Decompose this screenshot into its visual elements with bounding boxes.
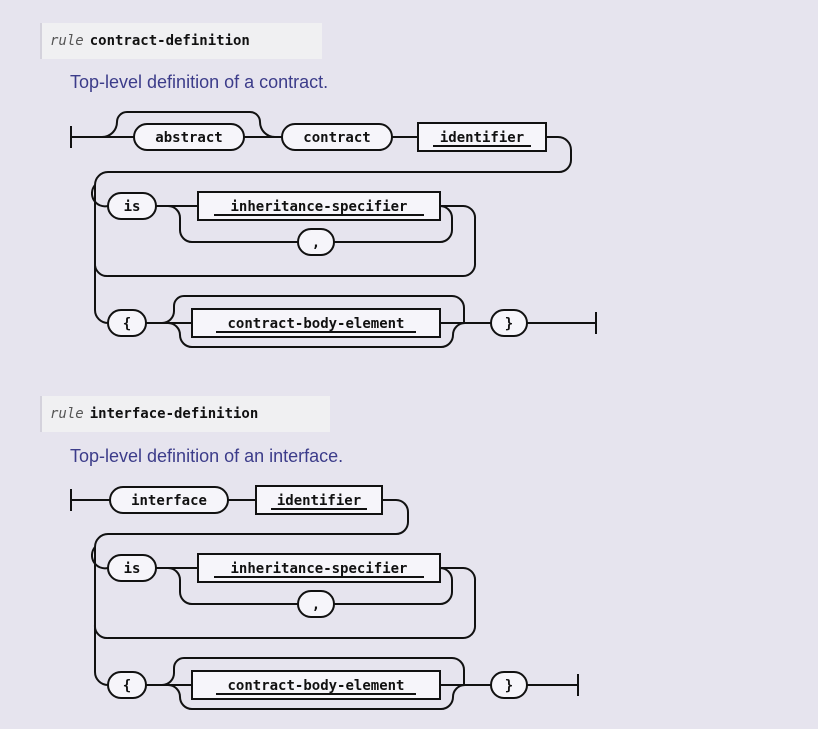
svg-text:identifier: identifier: [277, 493, 361, 509]
terminal-rbrace: }: [490, 671, 528, 699]
rule-name: interface-definition: [89, 406, 259, 422]
terminal-lbrace: {: [107, 671, 147, 699]
terminal-is: is: [107, 554, 157, 582]
svg-text:}: }: [505, 316, 513, 332]
svg-text:inheritance-specifier: inheritance-specifier: [230, 561, 407, 577]
rule-header: rule contract-definition: [40, 23, 322, 59]
svg-text:,: ,: [312, 235, 320, 251]
svg-text:}: }: [505, 678, 513, 694]
svg-text:{: {: [123, 316, 131, 332]
rule-name: contract-definition: [89, 33, 250, 49]
rule-keyword: rule: [50, 33, 84, 49]
nonterminal-identifier[interactable]: identifier: [255, 485, 383, 515]
terminal-interface: interface: [109, 486, 229, 514]
nonterminal-inheritance-specifier[interactable]: inheritance-specifier: [197, 553, 441, 583]
svg-text:is: is: [124, 199, 141, 215]
nonterminal-inheritance-specifier[interactable]: inheritance-specifier: [197, 191, 441, 221]
svg-text:interface: interface: [131, 493, 207, 509]
rule-description: Top-level definition of a contract.: [70, 72, 329, 92]
nonterminal-identifier[interactable]: identifier: [417, 122, 547, 152]
nonterminal-contract-body-element[interactable]: contract-body-element: [191, 670, 441, 700]
terminal-contract: contract: [281, 123, 393, 151]
svg-text:abstract: abstract: [155, 130, 222, 146]
svg-text:contract-body-element: contract-body-element: [227, 316, 404, 332]
svg-text:inheritance-specifier: inheritance-specifier: [230, 199, 407, 215]
rule-header: rule interface-definition: [40, 396, 330, 432]
terminal-comma: ,: [297, 590, 335, 618]
railroad-diagram: abstract contract identifier is inherita…: [70, 111, 597, 348]
nonterminal-contract-body-element[interactable]: contract-body-element: [191, 308, 441, 338]
terminal-abstract: abstract: [133, 123, 245, 151]
rule-keyword: rule: [50, 406, 84, 422]
rule-description: Top-level definition of an interface.: [70, 446, 344, 466]
svg-text:is: is: [124, 561, 141, 577]
terminal-is: is: [107, 192, 157, 220]
svg-text:{: {: [123, 678, 131, 694]
terminal-comma: ,: [297, 228, 335, 256]
svg-text:contract: contract: [303, 130, 370, 146]
terminal-lbrace: {: [107, 309, 147, 337]
svg-text:identifier: identifier: [440, 130, 524, 146]
svg-text:contract-body-element: contract-body-element: [227, 678, 404, 694]
terminal-rbrace: }: [490, 309, 528, 337]
railroad-diagram: interface identifier is inheritance-spec…: [70, 485, 579, 710]
svg-text:,: ,: [312, 597, 320, 613]
